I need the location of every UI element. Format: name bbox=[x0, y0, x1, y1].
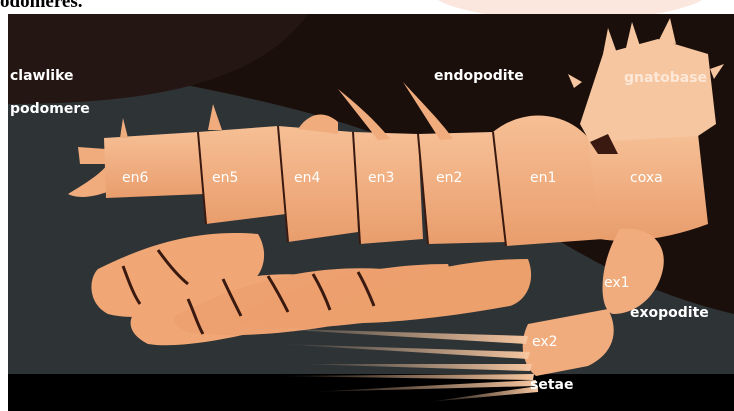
label-exopodite: exopodite bbox=[630, 304, 709, 322]
label-clawlike: clawlike bbox=[10, 67, 74, 85]
segment-en2 bbox=[418, 132, 506, 244]
title-fragment: odomeres. bbox=[0, 0, 83, 14]
label-setae: setae bbox=[530, 376, 573, 394]
label-en2: en2 bbox=[436, 170, 462, 186]
segment-en3 bbox=[353, 132, 423, 244]
label-en1: en1 bbox=[530, 170, 556, 186]
label-en5: en5 bbox=[212, 170, 238, 186]
label-podomere: podomere bbox=[10, 100, 90, 118]
label-ex1: ex1 bbox=[604, 275, 630, 291]
limb-diagram: clawlike podomere endopodite gnatobase e… bbox=[8, 14, 734, 411]
bottom-band bbox=[8, 374, 734, 411]
label-en3: en3 bbox=[368, 170, 394, 186]
segment-en6 bbox=[104, 132, 204, 198]
label-ex2: ex2 bbox=[532, 334, 558, 350]
label-endopodite: endopodite bbox=[434, 67, 524, 85]
label-gnatobase: gnatobase bbox=[624, 69, 707, 87]
claw-base bbox=[78, 147, 108, 164]
label-en4: en4 bbox=[294, 170, 320, 186]
label-en6: en6 bbox=[122, 170, 148, 186]
label-coxa: coxa bbox=[630, 170, 663, 186]
